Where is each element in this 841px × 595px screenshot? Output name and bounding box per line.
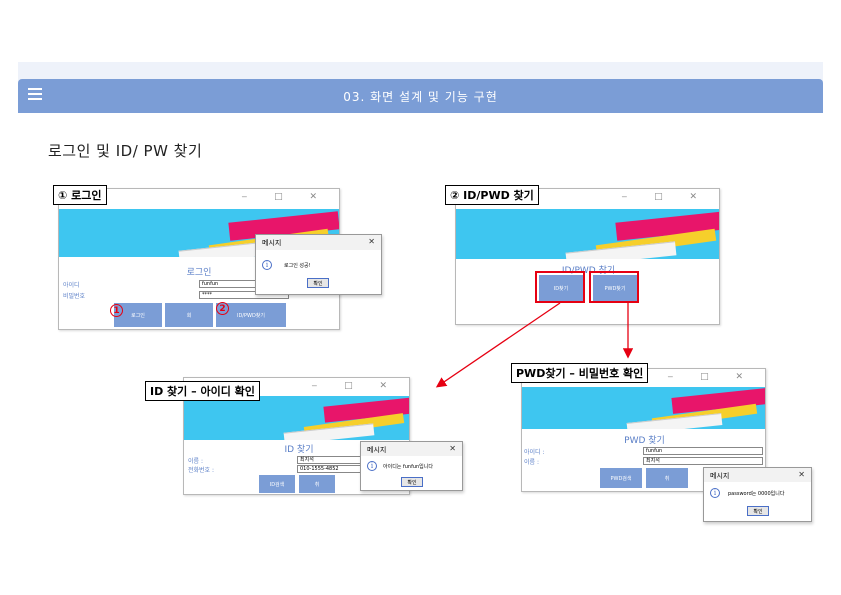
hamburger-menu-icon[interactable]	[28, 88, 42, 102]
dialog-ok-button[interactable]: 확인	[747, 506, 769, 516]
window-controls: ‒ □ ✕	[241, 192, 329, 202]
dialog-title: 메시지	[710, 472, 730, 480]
info-icon: i	[367, 461, 377, 471]
label-login: ① 로그인	[53, 185, 107, 205]
window-controls: ‒ □ ✕	[621, 192, 709, 202]
name-label: 이름 :	[188, 458, 203, 465]
pwd-name-field[interactable]: 최지석	[643, 457, 763, 465]
close-icon[interactable]: ✕	[798, 470, 805, 479]
pwd-id-field[interactable]: funfun	[643, 447, 763, 455]
id-message-dialog: 메시지 ✕ i 아이디는 funfun입니다 확인	[360, 441, 463, 491]
login-message-dialog: 메시지 ✕ i 로그인 성공! 확인	[255, 234, 382, 295]
phone-label: 전화번호 :	[188, 467, 215, 474]
window-controls: ‒ □ ✕	[311, 381, 399, 391]
badge-2: 2	[216, 302, 229, 315]
dialog-message: 아이디는 funfun입니다	[383, 464, 433, 470]
dialog-title: 메시지	[262, 239, 282, 247]
info-icon: i	[262, 260, 272, 270]
pw-label: 비밀번호	[63, 293, 86, 300]
id-label: 아이디	[63, 282, 80, 289]
login-window: ‒ □ ✕ 로그인 아이디 비밀번호 funfun **** 로그인 회 ID/…	[58, 188, 340, 330]
info-icon: i	[710, 488, 720, 498]
close-icon[interactable]: ✕	[449, 444, 456, 453]
pwd-cancel-button[interactable]: 취	[646, 468, 688, 488]
find-app-title: ID/PWD 찾기	[561, 266, 616, 276]
find-window: ‒ □ ✕ ID/PWD 찾기 ID찾기 PWD찾기	[455, 188, 720, 325]
signup-button[interactable]: 회	[165, 303, 213, 327]
window-controls: ‒ □ ✕	[667, 372, 755, 382]
highlight-id-button	[535, 271, 585, 303]
pwd-id-label: 아이디 :	[524, 449, 545, 456]
close-icon[interactable]: ✕	[368, 237, 375, 246]
header-title: 03. 화면 설계 및 기능 구현	[343, 90, 498, 104]
dialog-message: 로그인 성공!	[284, 263, 311, 269]
id-search-button[interactable]: ID검색	[259, 475, 295, 493]
banner-image	[184, 396, 409, 440]
badge-1: 1	[110, 304, 123, 317]
header-bar: 03. 화면 설계 및 기능 구현	[18, 79, 823, 113]
label-find-id: ID 찾기 – 아이디 확인	[145, 381, 260, 401]
login-app-title: 로그인	[186, 268, 212, 278]
pwd-name-label: 이름 :	[524, 459, 539, 466]
pwd-message-dialog: 메시지 ✕ i password는 0000입니다 확인	[703, 467, 812, 522]
find-pwd-button[interactable]: PWD찾기	[593, 275, 637, 301]
pwd-search-button[interactable]: PWD검색	[600, 468, 642, 488]
pwd-app-title: PWD 찾기	[624, 436, 665, 446]
highlight-pwd-button	[589, 271, 639, 303]
banner-image	[456, 209, 719, 259]
find-id-button[interactable]: ID찾기	[539, 275, 583, 301]
label-find: ② ID/PWD 찾기	[445, 185, 539, 205]
id-cancel-button[interactable]: 취	[299, 475, 335, 493]
dialog-ok-button[interactable]: 확인	[401, 477, 423, 487]
id-phone-field[interactable]: 010-1555-4852	[297, 465, 367, 473]
banner-image	[522, 387, 765, 429]
id-name-field[interactable]: 최지석	[297, 456, 367, 464]
label-find-pwd: PWD찾기 – 비밀번호 확인	[511, 363, 649, 383]
dialog-ok-button[interactable]: 확인	[307, 278, 329, 288]
dialog-message: password는 0000입니다	[728, 491, 785, 497]
section-title: 로그인 및 ID/ PW 찾기	[48, 142, 203, 160]
dialog-title: 메시지	[367, 446, 387, 454]
id-app-title: ID 찾기	[284, 445, 314, 455]
login-pw-field[interactable]: ****	[199, 291, 289, 299]
